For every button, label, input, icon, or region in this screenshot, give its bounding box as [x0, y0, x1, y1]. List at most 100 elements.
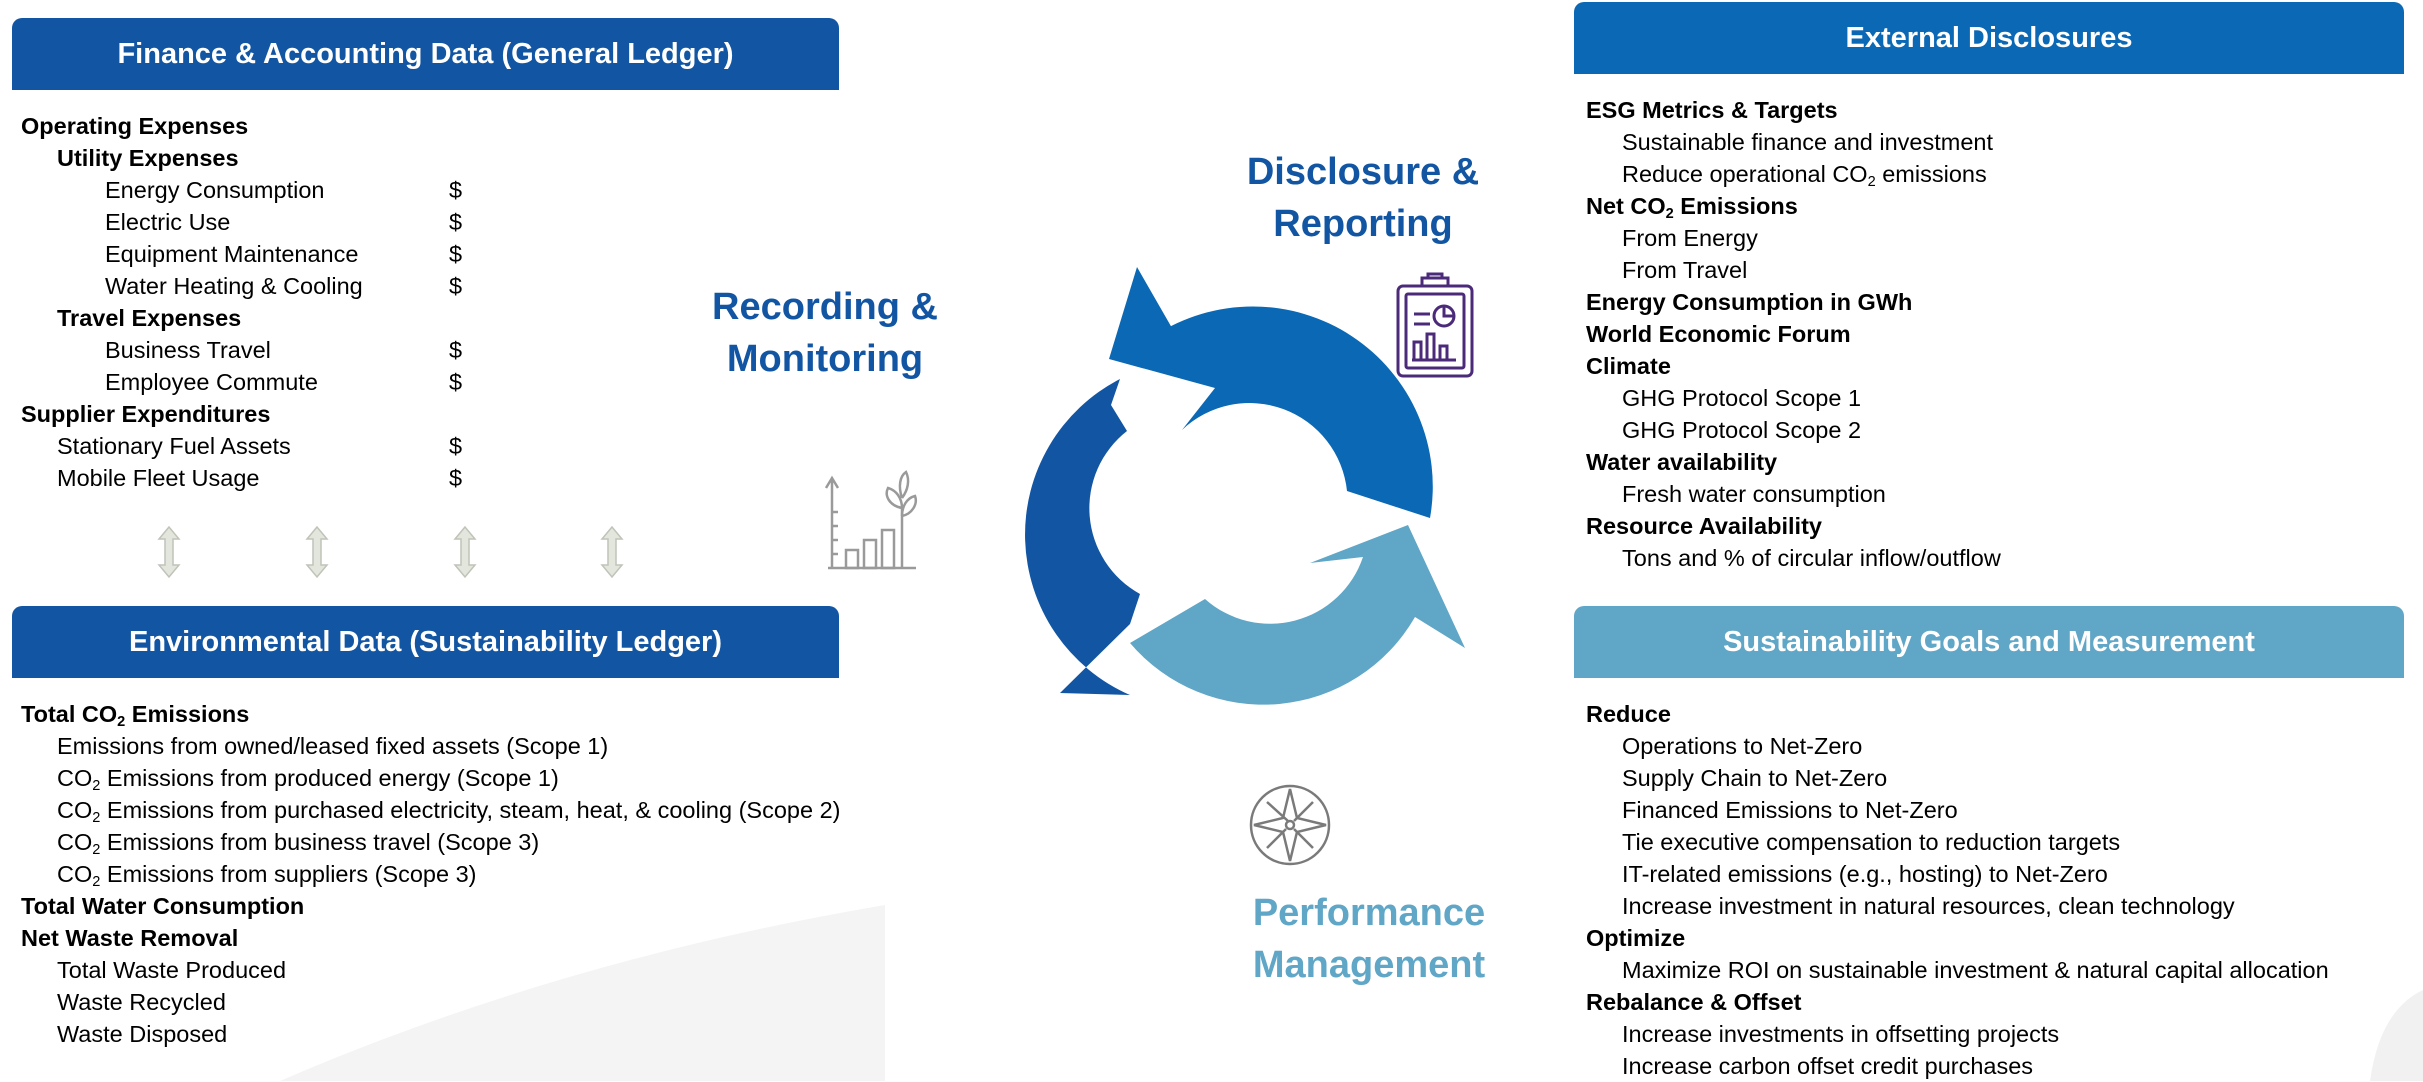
list-item-label: Mobile Fleet Usage — [57, 465, 260, 491]
disclosure-line-2: Reporting — [1273, 203, 1453, 245]
list-item-label: Total Waste Produced — [57, 957, 287, 983]
list-item: Maximize ROI on sustainable investment &… — [1586, 954, 2329, 986]
disclosure-label: Disclosure & Reporting — [1228, 146, 1498, 250]
dollar-value: $ — [449, 337, 463, 363]
list-item-label: Stationary Fuel Assets — [57, 433, 291, 459]
list-item: CO2 Emissions from suppliers (Scope 3) — [21, 858, 840, 890]
list-item-label: Operations to Net-Zero — [1622, 733, 1863, 759]
list-item: CO2 Emissions from produced energy (Scop… — [21, 762, 840, 794]
list-item-label: Energy Consumption in GWh — [1586, 289, 1913, 315]
list-item-label: CO2 Emissions from purchased electricity… — [57, 797, 841, 827]
list-item-label: IT-related emissions (e.g., hosting) to … — [1622, 861, 2108, 887]
recording-line-1: Recording & — [712, 286, 938, 328]
external-header: External Disclosures — [1574, 2, 2404, 74]
dollar-value: $ — [449, 369, 463, 395]
double-arrow-icon — [305, 525, 329, 579]
list-item: Stationary Fuel Assets $ — [21, 430, 462, 462]
list-item-label: GHG Protocol Scope 1 — [1622, 385, 1862, 411]
dollar-value: $ — [449, 433, 463, 459]
list-item: Climate — [1586, 350, 2001, 382]
list-item-label: Tons and % of circular inflow/outflow — [1622, 545, 2001, 571]
list-item: Business Travel $ — [21, 334, 462, 366]
list-item-label: Travel Expenses — [57, 305, 242, 331]
list-item-label: Fresh water consumption — [1622, 481, 1886, 507]
list-item: Fresh water consumption — [1586, 478, 2001, 510]
list-item-label: Increase carbon offset credit purchases — [1622, 1053, 2034, 1079]
growth-chart-icon — [824, 470, 917, 570]
list-item: From Travel — [1586, 254, 2001, 286]
list-item: Emissions from owned/leased fixed assets… — [21, 730, 840, 762]
list-item: CO2 Emissions from business travel (Scop… — [21, 826, 840, 858]
list-item: Net Waste Removal — [21, 922, 840, 954]
list-item-label: Total CO2 Emissions — [21, 701, 250, 731]
list-item: Net CO2 Emissions — [1586, 190, 2001, 222]
list-item: Utility Expenses — [21, 142, 363, 174]
list-item-label: Tie executive compensation to reduction … — [1622, 829, 2121, 855]
list-item: Water Heating & Cooling$ — [21, 270, 462, 302]
list-item: Total CO2 Emissions — [21, 698, 840, 730]
list-item-label: GHG Protocol Scope 2 — [1622, 417, 1862, 443]
list-item-label: Emissions from owned/leased fixed assets… — [57, 733, 609, 759]
cycle-diagram — [1025, 267, 1465, 705]
list-item-label: World Economic Forum — [1586, 321, 1851, 347]
cycle-arrow-performance — [1130, 525, 1465, 705]
clipboard-report-icon — [1396, 272, 1474, 378]
list-item-label: Water availability — [1586, 449, 1778, 475]
list-item: Reduce operational CO2 emissions — [1586, 158, 2001, 190]
list-item-label: Waste Recycled — [57, 989, 226, 1015]
list-item-label: CO2 Emissions from business travel (Scop… — [57, 829, 540, 859]
list-item: CO2 Emissions from purchased electricity… — [21, 794, 840, 826]
list-item-label: Supplier Expenditures — [21, 401, 271, 427]
list-item: Operations to Net-Zero — [1586, 730, 2329, 762]
dollar-value: $ — [449, 177, 463, 203]
finance-header: Finance & Accounting Data (General Ledge… — [12, 18, 839, 90]
list-item-label: Supply Chain to Net-Zero — [1622, 765, 1888, 791]
list-item: Operating Expenses — [21, 110, 363, 142]
list-item-label: Electric Use — [105, 209, 231, 235]
list-item: Energy Consumption in GWh — [1586, 286, 2001, 318]
list-item: Electric Use $ — [21, 206, 462, 238]
list-item: Reduce — [1586, 698, 2329, 730]
list-item: World Economic Forum — [1586, 318, 2001, 350]
double-arrow-icon — [453, 525, 477, 579]
list-item-label: Operating Expenses — [21, 113, 249, 139]
dollar-value: $ — [449, 209, 463, 235]
dollar-value: $ — [449, 465, 463, 491]
list-item: Increase investment in natural resources… — [1586, 890, 2329, 922]
list-item-label: Energy Consumption — [105, 177, 325, 203]
list-item: Rebalance & Offset — [1586, 986, 2329, 1018]
list-item-label: Total Water Consumption — [21, 893, 305, 919]
list-item-label: Business Travel — [105, 337, 271, 363]
list-item-label: Net CO2 Emissions — [1586, 193, 1798, 223]
list-item: Energy Consumption $ — [21, 174, 462, 206]
list-item: Optimize — [1586, 922, 2329, 954]
list-item: GHG Protocol Scope 1 — [1586, 382, 2001, 414]
list-item: Supplier Expenditures — [21, 398, 363, 430]
list-item-label: Water Heating & Cooling — [105, 273, 363, 299]
list-item: Travel Expenses — [21, 302, 363, 334]
list-item-label: Sustainable finance and investment — [1622, 129, 1994, 155]
list-item: Tons and % of circular inflow/outflow — [1586, 542, 2001, 574]
list-item-label: Optimize — [1586, 925, 1686, 951]
list-item: Mobile Fleet Usage $ — [21, 462, 462, 494]
goals-header: Sustainability Goals and Measurement — [1574, 606, 2404, 678]
list-item: Increase investments in offsetting proje… — [1586, 1018, 2329, 1050]
list-item-label: Employee Commute — [105, 369, 318, 395]
list-item-label: Reduce operational CO2 emissions — [1622, 161, 1987, 191]
list-item-label: Resource Availability — [1586, 513, 1822, 539]
list-item: Sustainable finance and investment — [1586, 126, 2001, 158]
list-item-label: CO2 Emissions from produced energy (Scop… — [57, 765, 559, 795]
dollar-value: $ — [449, 241, 463, 267]
list-item-label: From Travel — [1622, 257, 1748, 283]
list-item-label: Climate — [1586, 353, 1671, 379]
list-item-label: CO2 Emissions from suppliers (Scope 3) — [57, 861, 477, 891]
list-item: Supply Chain to Net-Zero — [1586, 762, 2329, 794]
recording-label: Recording & Monitoring — [690, 281, 960, 385]
list-item-label: Reduce — [1586, 701, 1671, 727]
list-item-label: Financed Emissions to Net-Zero — [1622, 797, 1958, 823]
list-item-label: From Energy — [1622, 225, 1758, 251]
